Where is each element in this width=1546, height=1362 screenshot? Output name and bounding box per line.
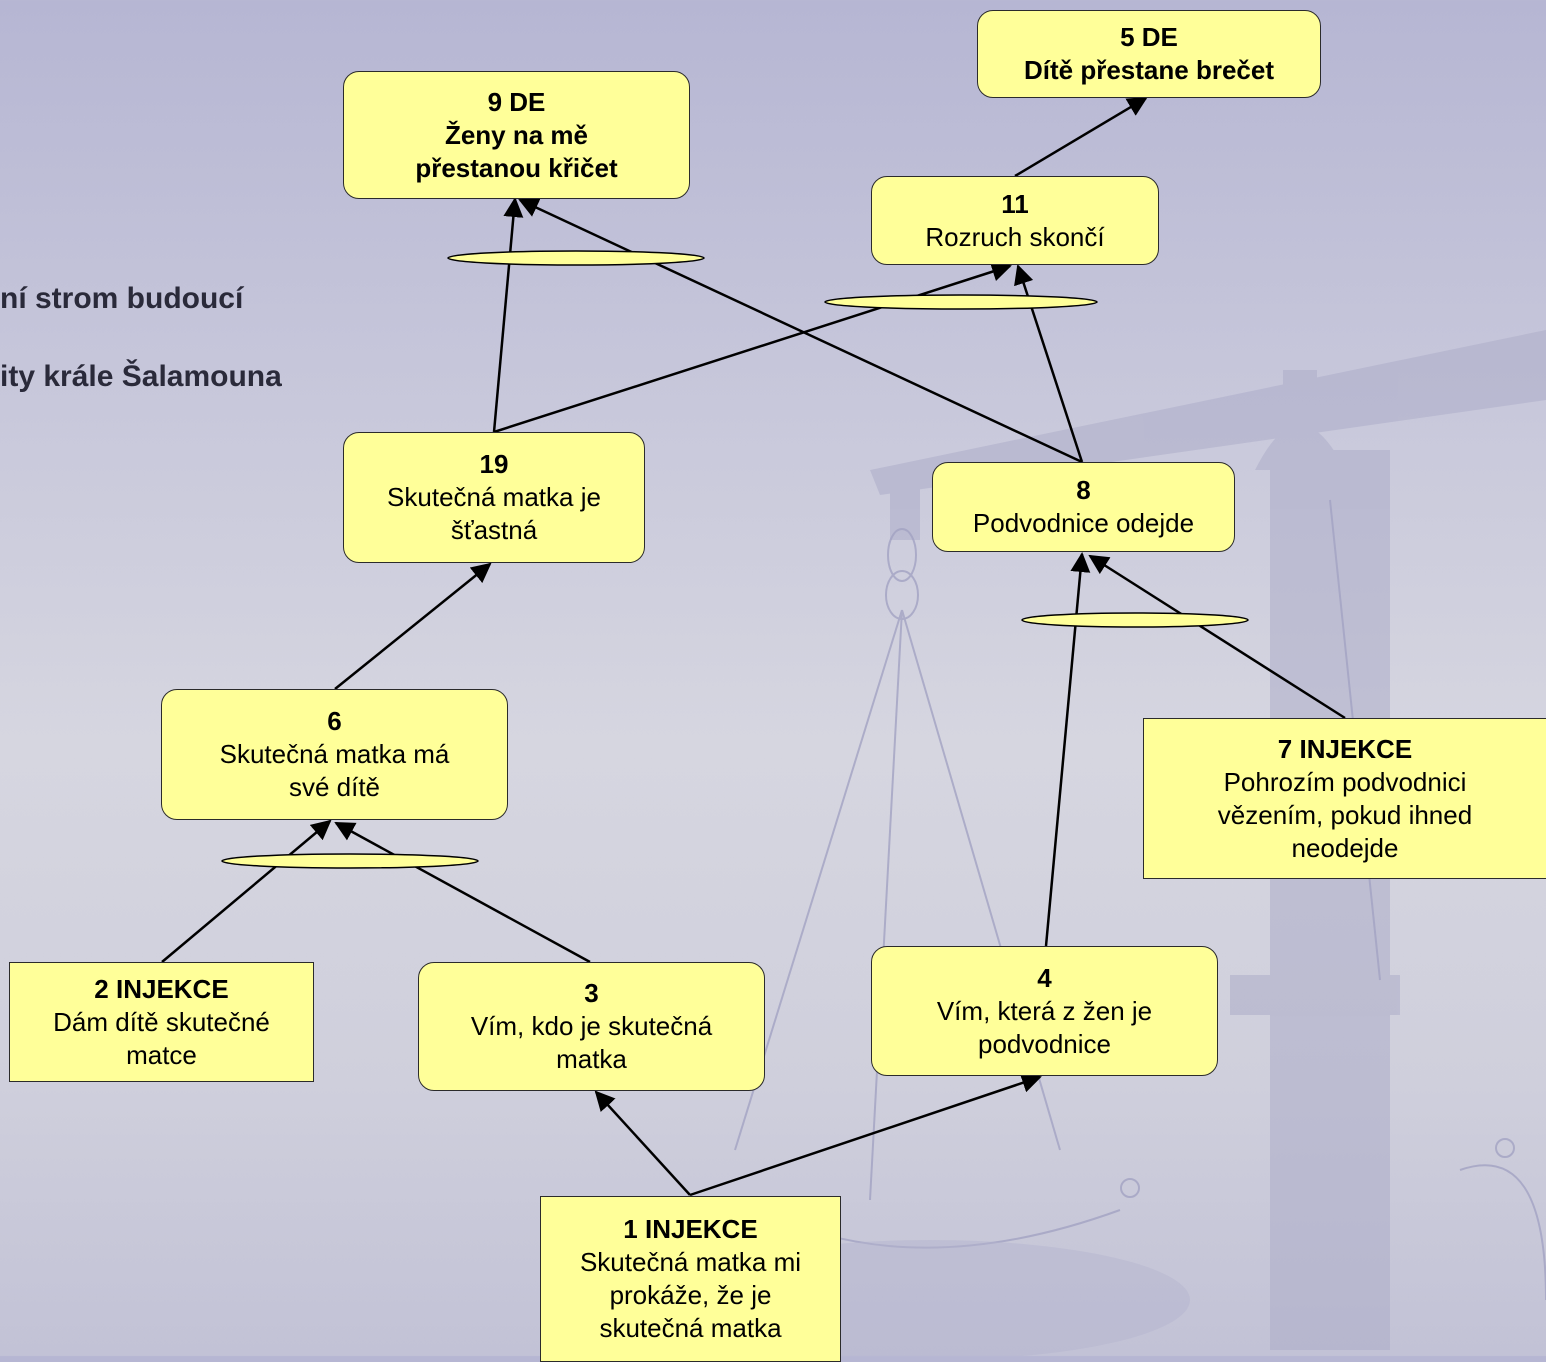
node-9-text: Ženy na mě přestanou křičet (415, 119, 618, 183)
node-5-desired-effect: 5 DE Dítě přestane brečet (977, 10, 1321, 98)
node-6-text: Skutečná matka má své dítě (219, 739, 450, 802)
node-9-number: 9 DE (487, 86, 546, 117)
edge-19-to-11 (493, 261, 1012, 434)
node-6-number: 6 (327, 706, 342, 736)
edge-6-to-19 (334, 562, 492, 690)
node-3-text: Vím, kdo je skutečná matka (470, 1011, 713, 1074)
edge-4-to-8 (1044, 552, 1091, 947)
node-5-number: 5 DE (1120, 22, 1178, 52)
edge-19-to-9 (492, 197, 524, 433)
and-connector-ellipse (221, 853, 479, 869)
and-connector-ellipse (824, 294, 1098, 310)
node-3: 3 Vím, kdo je skutečná matka (418, 962, 765, 1091)
node-11-number: 11 (1001, 188, 1029, 219)
node-3-number: 3 (584, 978, 599, 1008)
node-19-text: Skutečná matka je šťastná (387, 482, 601, 545)
edge-8-to-9 (518, 198, 1083, 464)
node-4-text: Vím, která z žen je podvodnice (936, 995, 1153, 1059)
node-19-number: 19 (479, 449, 509, 479)
slide-title-line-1: ní strom budoucí (0, 282, 244, 315)
node-6: 6 Skutečná matka má své dítě (161, 689, 508, 820)
node-7-injection: 7 INJEKCE Pohrozím podvodnici vězením, p… (1143, 718, 1546, 879)
and-connector-ellipse (1021, 612, 1249, 628)
node-9-desired-effect: 9 DE Ženy na mě přestanou křičet (343, 71, 690, 199)
node-7-number: 7 INJEKCE (1277, 733, 1413, 764)
node-4: 4 Vím, která z žen je podvodnice (871, 946, 1218, 1076)
slide-title-line-2: ity krále Šalamouna (0, 360, 282, 393)
node-8-number: 8 (1076, 475, 1091, 505)
node-8: 8 Podvodnice odejde (932, 462, 1235, 552)
node-1-number: 1 INJEKCE (623, 1214, 758, 1244)
node-7-text: Pohrozím podvodnici vězením, pokud ihned… (1217, 766, 1473, 863)
edge-1-to-3 (594, 1090, 691, 1196)
node-2-number: 2 INJEKCE (94, 973, 229, 1004)
node-8-text: Podvodnice odejde (972, 508, 1195, 538)
node-2-text: Dám dítě skutečné matce (53, 1006, 270, 1070)
and-connector-ellipse (447, 250, 705, 266)
edge-1-to-4 (689, 1073, 1042, 1197)
edge-7-to-8 (1088, 554, 1346, 720)
edge-3-to-6 (334, 821, 591, 964)
node-1-injection: 1 INJEKCE Skutečná matka mi prokáže, že … (540, 1196, 841, 1362)
node-5-text: Dítě přestane brečet (1024, 55, 1274, 85)
edge-2-to-6 (161, 819, 332, 963)
node-19: 19 Skutečná matka je šťastná (343, 432, 645, 563)
node-11-text: Rozruch skončí (925, 221, 1105, 252)
node-1-text: Skutečná matka mi prokáže, že je skutečn… (579, 1247, 802, 1343)
node-11: 11 Rozruch skončí (871, 176, 1159, 265)
edge-11-to-5 (1014, 96, 1148, 178)
node-4-number: 4 (1037, 962, 1052, 993)
node-2-injection: 2 INJEKCE Dám dítě skutečné matce (9, 962, 314, 1082)
